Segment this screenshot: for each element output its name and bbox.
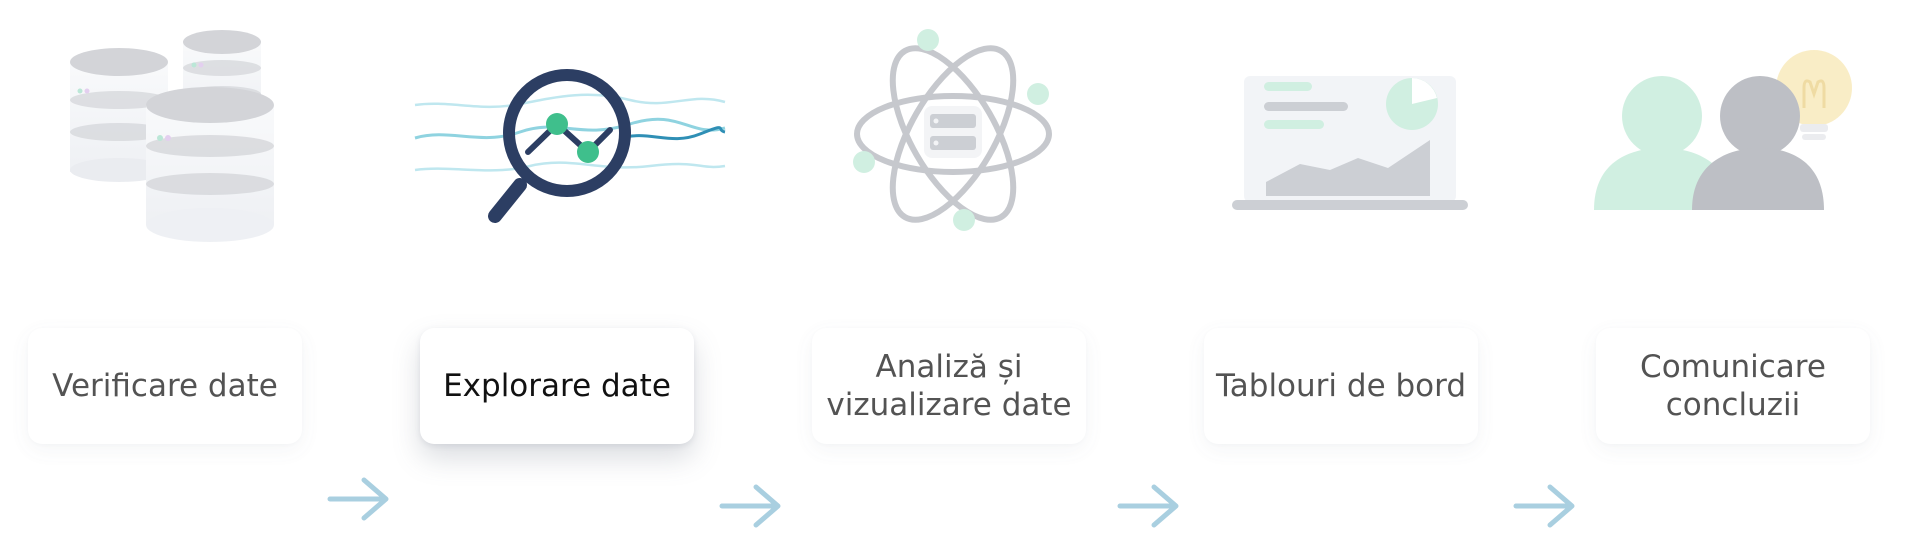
step-label-line: Comunicare bbox=[1640, 349, 1826, 385]
arrow-right-icon bbox=[327, 477, 389, 521]
arrow-right-icon bbox=[1117, 484, 1179, 528]
atom-data-icon bbox=[848, 20, 1058, 250]
step-label-line: vizualizare date bbox=[826, 387, 1072, 423]
step-label-line: concluzii bbox=[1665, 387, 1801, 423]
dashboard-laptop-icon bbox=[1230, 20, 1470, 250]
magnifier-chart-icon bbox=[410, 20, 730, 250]
step-card-tablouri: Tablouri de bord bbox=[1204, 328, 1478, 444]
step-card-verificare: Verificare date bbox=[28, 328, 302, 444]
arrow-right-icon bbox=[719, 484, 781, 528]
step-card-explorare[interactable]: Explorare date bbox=[420, 328, 694, 444]
step-label: Comunicare concluzii bbox=[1640, 348, 1826, 424]
step-label: Analiză și vizualizare date bbox=[826, 348, 1071, 424]
people-idea-icon bbox=[1592, 20, 1894, 250]
arrow-right-icon bbox=[1513, 484, 1575, 528]
step-label-line: Analiză și bbox=[875, 349, 1023, 385]
step-card-comunicare: Comunicare concluzii bbox=[1596, 328, 1870, 444]
step-label: Explorare date bbox=[443, 368, 671, 404]
database-icon bbox=[58, 20, 288, 250]
step-label: Verificare date bbox=[52, 368, 278, 404]
step-label: Tablouri de bord bbox=[1215, 368, 1467, 404]
step-card-analiza: Analiză și vizualizare date bbox=[812, 328, 1086, 444]
